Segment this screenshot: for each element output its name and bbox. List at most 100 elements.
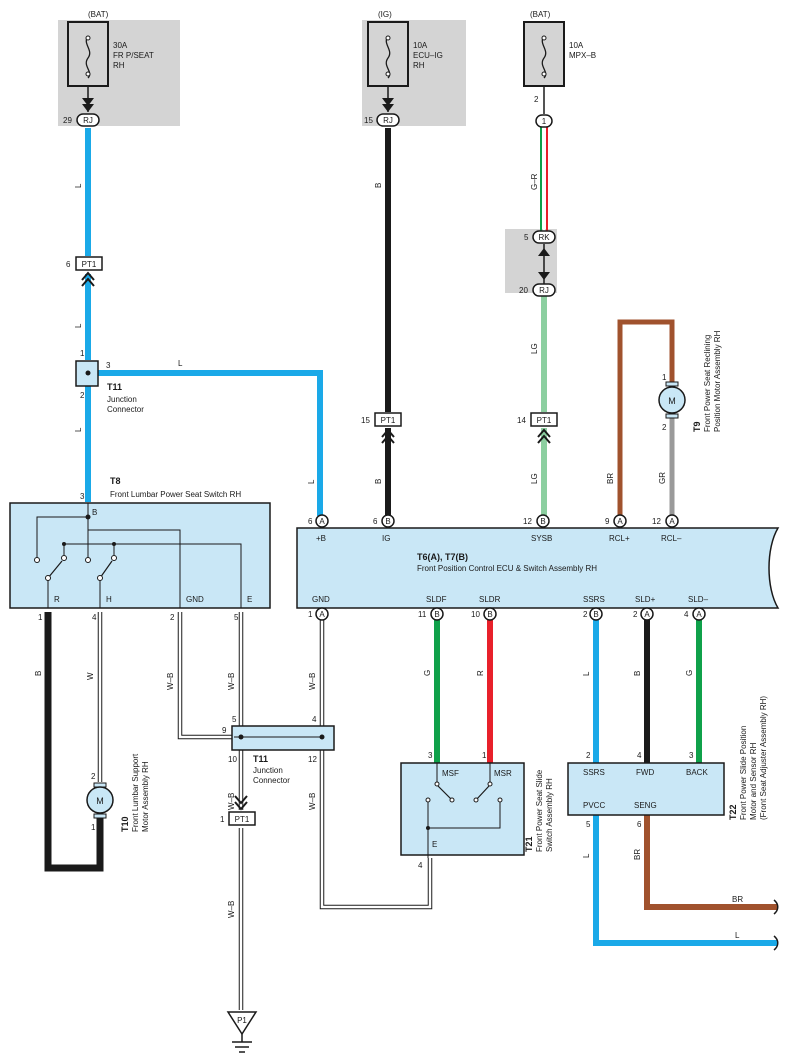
ecu-bot-label-3: SLDR — [479, 595, 501, 604]
svg-text:A: A — [617, 517, 623, 526]
svg-text:M: M — [668, 396, 676, 406]
svg-text:A: A — [669, 517, 675, 526]
wire-b-t10 — [44, 612, 104, 872]
t21-l1: Front Power Seat Slide — [535, 769, 544, 852]
t11u-id: T11 — [107, 382, 122, 392]
wire-br-seng — [644, 815, 778, 910]
t8-p5: 5 — [234, 613, 239, 622]
svg-text:1: 1 — [542, 117, 547, 126]
t11u-p2: 2 — [80, 391, 85, 400]
arrow-down-icon — [234, 801, 248, 811]
ecu-top-pin-1: A — [315, 514, 329, 528]
arrow-up-icon — [538, 248, 550, 256]
fuse-box-fr-pseat-bg — [58, 20, 180, 126]
svg-text:PT1: PT1 — [82, 260, 97, 269]
t11l-l1: Junction — [253, 766, 283, 775]
label-br-2: BR — [633, 849, 642, 860]
ecu-top-pin-2: B — [381, 514, 395, 528]
label-gr-pair: G–R — [530, 173, 539, 190]
fuse-box-ecu-ig-bg — [362, 20, 466, 126]
wire-l-to-ecu-b — [98, 370, 323, 516]
label-wb-1: W–B — [166, 673, 175, 690]
t11u-l1: Junction — [107, 395, 137, 404]
label-b-2: B — [374, 479, 383, 484]
t8-p1: 1 — [38, 613, 43, 622]
connector-rj-3: RJ — [532, 283, 556, 297]
label-l-8: L — [735, 931, 740, 940]
arrow-down-icon — [538, 272, 550, 280]
motor-icon — [86, 786, 114, 814]
arrow-down-icon — [82, 104, 94, 112]
svg-text:A: A — [319, 517, 325, 526]
ecu-bot-num-5: 2 — [633, 610, 638, 619]
svg-text:PT1: PT1 — [381, 416, 396, 425]
label-l-6: L — [582, 671, 591, 676]
ecu-title: T6(A), T7(B) — [417, 552, 468, 562]
label-l-7: L — [582, 853, 591, 858]
ecu-top-label-5: RCL– — [661, 534, 682, 543]
label-wb-2: W–B — [227, 673, 236, 690]
ecu-bot-num-3: 10 — [471, 610, 480, 619]
connector-rj-2: RJ — [376, 113, 400, 127]
ecu-box — [296, 527, 780, 609]
fuse2-source: (IG) — [378, 10, 392, 19]
ecu-bot-pin-6: A — [692, 607, 706, 621]
label-b-4: B — [633, 671, 642, 676]
t21-p3: 3 — [428, 751, 433, 760]
ecu-top-pin-4: A — [613, 514, 627, 528]
ground-p1: P1 — [226, 1011, 258, 1053]
t10-l2: Motor Assembly RH — [141, 761, 150, 832]
t8-b: B — [92, 508, 97, 517]
t11-junction-lower — [231, 725, 335, 751]
connector-pt1-c: PT1 — [530, 412, 558, 444]
t8-r: R — [54, 595, 60, 604]
ecu-bot-pin-3: B — [483, 607, 497, 621]
t22-ssrs: SSRS — [583, 768, 605, 777]
t11l-l2: Connector — [253, 776, 290, 785]
ecu-top-label-2: IG — [382, 534, 390, 543]
label-br-3: BR — [732, 895, 743, 904]
svg-text:B: B — [593, 610, 598, 619]
label-gr: GR — [658, 472, 667, 484]
label-g-1: G — [423, 670, 432, 676]
t22-p3: 3 — [689, 751, 694, 760]
t11l-id: T11 — [253, 754, 268, 764]
pin-14-pt1: 14 — [517, 416, 526, 425]
wire-br-t9 — [617, 319, 675, 516]
pin-29: 29 — [63, 116, 72, 125]
t22-l1: Front Power Slide Position — [739, 726, 748, 820]
ecu-bot-num-4: 2 — [583, 610, 588, 619]
fuse2-name: ECU–IG — [413, 51, 443, 60]
t8-id: T8 — [110, 476, 121, 486]
connector-pt1-b: PT1 — [374, 412, 402, 444]
fuse1-amps: 30A — [113, 41, 128, 50]
fuse-10a-mpx-b — [523, 21, 565, 87]
svg-text:A: A — [696, 610, 702, 619]
t9-id: T9 — [692, 421, 702, 432]
label-lg-1: LG — [530, 343, 539, 354]
t11l-p4: 4 — [312, 715, 317, 724]
t22-l2: Motor and Sensor RH — [749, 742, 758, 820]
label-lg-2: LG — [530, 473, 539, 484]
t22-pvcc: PVCC — [583, 801, 605, 810]
fuse1-name: FR P/SEAT — [113, 51, 154, 60]
arrow-down-icon — [382, 98, 394, 106]
svg-text:M: M — [96, 796, 104, 806]
t11l-p12: 12 — [308, 755, 317, 764]
t11u-l2: Connector — [107, 405, 144, 414]
label-l-5: L — [307, 479, 316, 484]
label-l-2: L — [74, 323, 83, 328]
t8-name: Front Lumbar Power Seat Switch RH — [110, 490, 241, 499]
fuse2-sub: RH — [413, 61, 425, 70]
t9-l2: Position Motor Assembly RH — [713, 330, 722, 432]
fuse1-source: (BAT) — [88, 10, 109, 19]
ecu-bot-label-6: SLD– — [688, 595, 709, 604]
t11u-p1: 1 — [80, 349, 85, 358]
t22-back: BACK — [686, 768, 708, 777]
t8-p4: 4 — [92, 613, 97, 622]
t22-p2: 2 — [586, 751, 591, 760]
t21-id: T21 — [524, 836, 534, 852]
ecu-bot-pin-4: B — [589, 607, 603, 621]
pin-15: 15 — [364, 116, 373, 125]
